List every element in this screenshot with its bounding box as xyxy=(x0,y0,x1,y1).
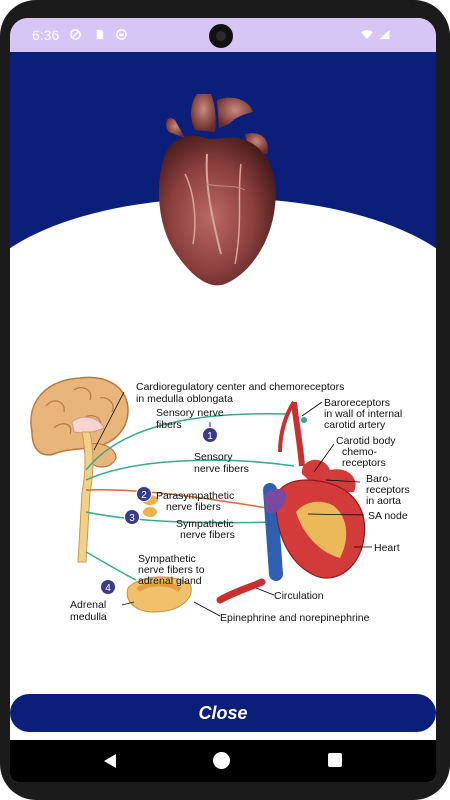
label-carotid: Carotid body xyxy=(336,435,396,447)
brain-shape xyxy=(30,376,129,456)
svg-text:1: 1 xyxy=(207,431,213,442)
sd-card-icon xyxy=(96,29,104,40)
svg-text:2: 2 xyxy=(141,490,147,501)
label-baro-wall-2: in wall of internal xyxy=(324,408,402,420)
label-symp-adrenal: Sympathetic xyxy=(138,553,196,565)
recent-apps-icon[interactable] xyxy=(328,753,342,767)
label-symp-adrenal-2: nerve fibers to xyxy=(138,564,205,576)
close-button[interactable]: Close xyxy=(10,694,436,732)
label-parasympathetic: Parasympathetic xyxy=(156,490,234,502)
heart-3d-image xyxy=(159,94,276,286)
navigation-bar xyxy=(10,740,436,782)
label-carotid-3: receptors xyxy=(342,457,386,469)
label-circulation: Circulation xyxy=(274,590,324,602)
label-heart: Heart xyxy=(374,542,400,554)
label-parasympathetic-2: nerve fibers xyxy=(166,501,221,513)
label-sympathetic-2: nerve fibers xyxy=(180,529,235,541)
label-sympathetic: Sympathetic xyxy=(176,518,234,530)
label-epinephrine: Epinephrine and norepinephrine xyxy=(220,612,370,624)
svg-text:3: 3 xyxy=(129,513,135,524)
label-sensory-lower-2: nerve fibers xyxy=(194,463,249,475)
screen: 6:36 xyxy=(10,18,436,782)
status-bar: 6:36 xyxy=(10,18,436,52)
front-camera xyxy=(209,24,233,48)
label-adrenal-medulla-2: medulla xyxy=(70,611,107,623)
marker-4: 4 xyxy=(100,579,116,595)
label-sensory-lower: Sensory xyxy=(194,451,233,463)
label-sa-node: SA node xyxy=(368,510,408,522)
status-time: 6:36 xyxy=(32,27,60,43)
app-notification-icon xyxy=(116,29,127,40)
label-baro-aorta-3: in aorta xyxy=(366,495,401,507)
svg-text:4: 4 xyxy=(105,583,111,594)
header-banner xyxy=(10,52,436,618)
cardioregulation-diagram: 1 2 3 4 Cardioregulatory center and chem… xyxy=(30,376,410,624)
label-baro-wall: Baroreceptors xyxy=(324,397,390,409)
label-baro-aorta: Baro- xyxy=(366,473,392,485)
back-icon[interactable] xyxy=(102,753,118,769)
label-carotid-2: chemo- xyxy=(342,446,378,458)
label-symp-adrenal-3: adrenal gland xyxy=(138,575,202,587)
marker-1: 1 xyxy=(202,427,218,443)
marker-2: 2 xyxy=(136,486,152,502)
label-baro-aorta-2: receptors xyxy=(366,484,410,496)
dnd-icon xyxy=(70,29,81,40)
label-cardio-center: Cardioregulatory center and chemorecepto… xyxy=(136,381,344,393)
label-sensory-2: fibers xyxy=(156,419,182,431)
label-sensory: Sensory nerve xyxy=(156,407,224,419)
wifi-icon xyxy=(361,30,373,40)
signal-icon xyxy=(379,29,390,40)
label-cardio-center-2: in medulla oblongata xyxy=(136,393,233,405)
label-baro-wall-3: carotid artery xyxy=(324,419,386,431)
label-adrenal-medulla: Adrenal xyxy=(70,599,106,611)
home-icon[interactable] xyxy=(213,752,230,769)
marker-3: 3 xyxy=(124,509,140,525)
